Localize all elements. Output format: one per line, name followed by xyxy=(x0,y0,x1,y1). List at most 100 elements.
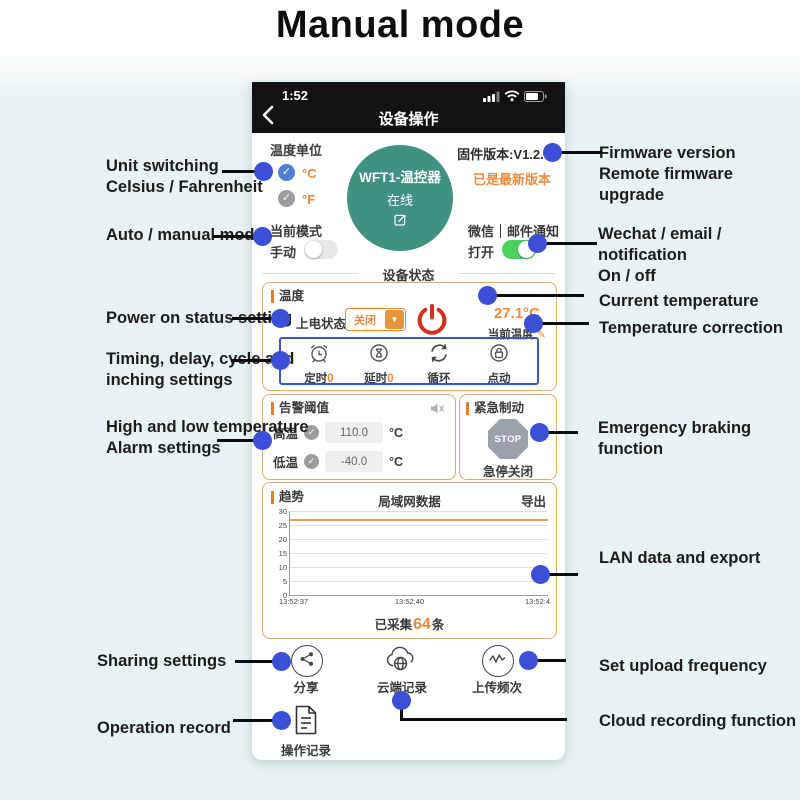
power-state-dropdown[interactable]: 关闭 ▼ xyxy=(345,308,406,331)
signal-icon xyxy=(483,89,500,107)
chart-title: 局域网数据 xyxy=(378,495,441,509)
chevron-down-icon: ▼ xyxy=(385,310,404,329)
callout-line xyxy=(233,719,275,722)
annotation-sharing: Sharing settings xyxy=(97,652,227,670)
temperature-box: 温度 上电状态: 关闭 ▼ 27.1°C 当前温度 ✎ 定时0 延时0 循环 xyxy=(262,282,557,391)
collected-count-row: 已采集64条 xyxy=(263,614,556,634)
power-state-label: 上电状态: xyxy=(296,317,351,331)
share-button[interactable] xyxy=(291,645,323,677)
high-temp-label: 高温 xyxy=(273,427,299,441)
low-temp-input[interactable] xyxy=(325,451,384,472)
annotation-firmware: Firmware version Remote firmware upgrade xyxy=(599,144,736,204)
lock-icon xyxy=(488,342,510,369)
power-button[interactable] xyxy=(415,303,449,342)
fahrenheit-label[interactable]: °F xyxy=(302,192,316,207)
operation-record-label[interactable]: 操作记录 xyxy=(280,744,331,758)
wifi-icon xyxy=(504,89,520,107)
high-temp-input[interactable] xyxy=(325,422,384,443)
notify-value: 打开 xyxy=(468,245,495,260)
timing-button[interactable]: 定时0 xyxy=(293,342,345,385)
alarm-threshold-box: 告警阈值 高温 ✓ °C 低温 ✓ °C xyxy=(262,394,456,480)
cloud-record-button[interactable] xyxy=(385,645,419,677)
x-tick: 13:52:40 xyxy=(394,597,425,606)
inching-button[interactable]: 点动 xyxy=(473,342,525,385)
mute-icon[interactable] xyxy=(430,402,445,420)
callout-dot xyxy=(271,351,290,370)
y-tick: 5 xyxy=(282,577,287,586)
annotation-unit-switching: Unit switching Celsius / Fahrenheit xyxy=(106,157,263,196)
callout-line xyxy=(400,700,403,720)
callout-line xyxy=(536,659,566,662)
low-temp-row: 低温 ✓ °C xyxy=(273,451,403,472)
share-label[interactable]: 分享 xyxy=(293,681,319,695)
mode-value: 手动 xyxy=(270,245,297,260)
annotation-cloud-recording: Cloud recording function xyxy=(599,712,797,730)
screen-title: 设备操作 xyxy=(378,111,439,128)
gridline xyxy=(290,539,548,540)
delay-label: 延时 xyxy=(364,373,388,385)
pencil-icon[interactable]: ✎ xyxy=(536,328,546,341)
brake-action-label: 急停关闭 xyxy=(482,465,533,479)
stop-button[interactable]: STOP xyxy=(488,419,528,459)
annotation-emergency-braking: Emergency braking function xyxy=(598,419,752,458)
timer-settings-box: 定时0 延时0 循环 点动 xyxy=(279,337,539,385)
cloud-record-label[interactable]: 云端记录 xyxy=(376,681,427,695)
gridline xyxy=(290,511,548,512)
collected-count: 64 xyxy=(413,616,431,633)
callout-line xyxy=(540,322,589,325)
callout-line xyxy=(213,235,255,238)
gridline xyxy=(290,553,548,554)
fahrenheit-radio[interactable]: ✓ xyxy=(278,190,295,207)
collected-prefix: 已采集 xyxy=(374,618,413,632)
celsius-radio[interactable]: ✓ xyxy=(278,164,295,181)
callout-line xyxy=(217,439,257,442)
firmware-block: 固件版本:V1.2.9 已是最新版本 xyxy=(457,144,551,188)
collected-suffix: 条 xyxy=(431,618,445,632)
cloud-globe-icon xyxy=(385,646,419,676)
y-tick: 30 xyxy=(278,507,287,516)
annotation-upload-frequency: Set upload frequency xyxy=(599,657,767,675)
y-tick: 25 xyxy=(278,521,287,530)
trend-label: 趋势 xyxy=(271,491,304,504)
brake-box-title: 紧急制动 xyxy=(466,402,524,415)
hourglass-icon xyxy=(368,342,390,369)
delay-button[interactable]: 延时0 xyxy=(353,342,405,385)
device-status-circle[interactable]: WFT1-温控器 在线 xyxy=(347,145,453,251)
gridline xyxy=(290,567,548,568)
back-button[interactable] xyxy=(262,105,276,125)
stop-label: STOP xyxy=(494,433,522,445)
edit-icon[interactable] xyxy=(393,213,407,231)
callout-dot xyxy=(392,691,411,710)
share-icon xyxy=(299,651,315,672)
annotation-current-temperature: Current temperature xyxy=(599,292,759,310)
cycle-label: 循环 xyxy=(427,373,451,385)
y-tick: 15 xyxy=(278,549,287,558)
firmware-status[interactable]: 已是最新版本 xyxy=(472,172,551,187)
annotation-operation-record: Operation record xyxy=(97,719,231,737)
check-icon: ✓ xyxy=(281,166,292,178)
unit-section-label: 温度单位 xyxy=(270,143,323,158)
alarm-box-title: 告警阈值 xyxy=(271,402,329,415)
operation-record-button[interactable] xyxy=(293,705,319,740)
callout-line xyxy=(231,359,274,362)
phone-header: 1:52 设备操作 xyxy=(252,82,565,133)
chart-plot-area: 30 25 20 15 10 5 0 xyxy=(279,507,548,600)
callout-line xyxy=(235,660,275,663)
y-tick: 20 xyxy=(278,535,287,544)
cycle-arrows-icon xyxy=(427,342,451,369)
manual-mode-toggle[interactable] xyxy=(304,240,338,259)
lan-data-box: 趋势 局域网数据 导出 30 25 20 15 10 5 0 13:52:37 … xyxy=(262,482,557,639)
upload-frequency-label[interactable]: 上传频次 xyxy=(471,681,522,695)
cycle-button[interactable]: 循环 xyxy=(413,342,465,385)
callout-dot xyxy=(531,565,550,584)
check-icon[interactable]: ✓ xyxy=(304,454,320,469)
check-icon[interactable]: ✓ xyxy=(304,425,320,440)
timing-value: 0 xyxy=(327,373,334,385)
delay-value: 0 xyxy=(387,373,394,385)
annotation-lan-data: LAN data and export xyxy=(599,549,761,567)
upload-frequency-button[interactable] xyxy=(482,645,514,677)
gridline xyxy=(290,581,548,582)
export-button[interactable]: 导出 xyxy=(520,495,546,509)
annotation-temperature-correction: Temperature correction xyxy=(599,319,783,337)
celsius-label[interactable]: °C xyxy=(302,166,317,181)
